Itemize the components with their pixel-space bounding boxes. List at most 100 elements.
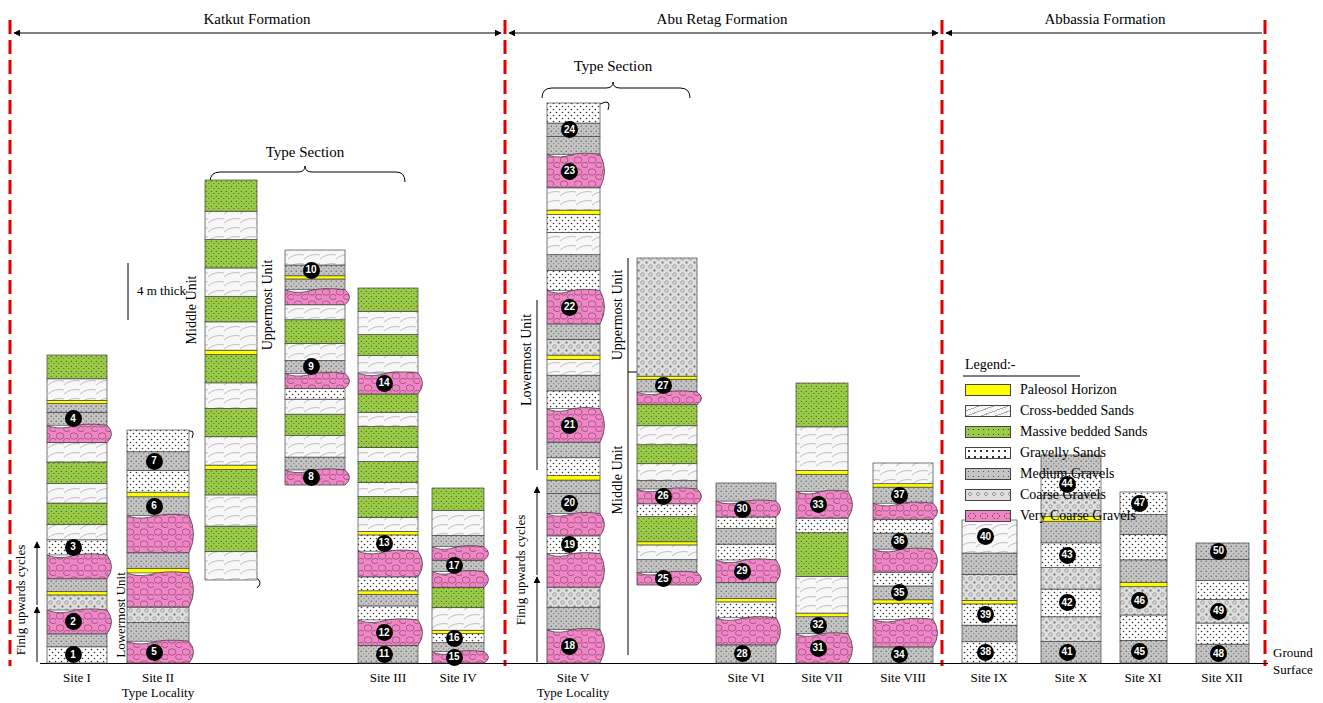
text-label: Site XI [1124,671,1161,684]
cross-bedded-sand-layer [432,608,484,631]
medium-gravel-layer [285,457,345,470]
medium-gravel-layer [716,528,776,544]
span-arrow [946,33,1262,34]
callout-number: 4 [70,414,76,424]
medium-gravel-layer [547,375,600,391]
medium-gravel-layer [47,634,107,647]
gravelly-sand-layer [547,103,600,123]
paleosol-layer [716,598,776,601]
callout-number: 12 [378,628,389,638]
paleosol-layer [547,476,600,480]
medium-gravel-layer [873,586,933,600]
callout-number: 32 [812,620,823,630]
callout-number: 37 [893,490,904,500]
callout-circle: 21 [561,417,578,434]
medium-gravel-layer [637,379,697,392]
legend-text: Coarse Gravels [1020,488,1106,502]
very-coarse-gravel-layer [716,500,781,517]
callout-number: 40 [980,532,991,542]
gravelly-sand-layer [358,606,418,620]
callout-number: 15 [448,652,459,662]
legend-text: Very Coarse Gravels [1020,509,1136,523]
very-coarse-gravel-layer [873,548,938,572]
paleosol-layer [1120,582,1167,586]
medium-gravel-layer [547,324,600,340]
scale-bar [128,263,129,320]
cross-bedded-sand-layer [637,464,697,481]
callout-circle: 23 [561,163,578,180]
callout-number: 26 [657,491,668,501]
legend-swatch [965,426,1011,438]
cross-bedded-sand-layer [205,322,257,350]
divider-line [504,20,507,666]
very-coarse-gravel-layer [127,572,194,607]
formation-span-arrows [14,33,1262,34]
callout-circle: 33 [810,496,827,513]
callout-number: 27 [657,381,668,391]
coarse-gravel-layer [547,587,600,607]
callout-circle: 3 [65,539,82,556]
very-coarse-gravel-layer [637,391,702,405]
very-coarse-gravel-layer [547,289,605,324]
medium-gravel-layer [1120,640,1167,663]
callout-number: 21 [564,420,575,430]
callout-circle: 37 [891,487,908,504]
gravelly-sand-layer [127,430,189,452]
gravelly-sand-layer [1120,534,1167,559]
coarse-gravel-layer [47,595,107,610]
callout-number: 18 [564,641,575,651]
text-label: Katkut Formation [203,12,310,27]
bracket [542,82,690,98]
callout-number: 25 [657,574,668,584]
callout-number: 50 [1213,546,1224,556]
callout-number: 5 [151,647,157,657]
callout-circle: 2 [65,613,82,630]
callout-number: 29 [736,566,747,576]
paleosol-layer [205,350,257,354]
paleosol-layer [962,600,1017,604]
gravelly-sand-layer [547,536,600,554]
gravelly-sand-layer [873,519,933,533]
medium-gravel-layer [127,452,189,471]
very-coarse-gravel-layer [716,617,781,645]
massive-sand-layer [205,180,257,211]
very-coarse-gravel-layer [285,372,350,388]
coarse-gravel-layer [1196,599,1249,623]
cross-bedded-sand-layer [432,511,484,536]
cross-bedded-sand-layer [358,517,418,531]
paleosol-layer [547,210,600,214]
gravelly-sand-layer [1120,615,1167,640]
gravelly-sand-layer [1041,589,1101,617]
callout-number: 42 [1061,598,1072,608]
callout-number: 30 [736,504,747,514]
medium-gravel-layer [127,623,189,642]
gravelly-sand-layer [47,647,107,663]
cycle-arrow [537,577,538,662]
cross-bedded-sand-layer [358,356,418,373]
medium-gravel-layer [796,474,848,491]
legend-swatch [965,447,1011,459]
callout-number: 6 [151,501,157,511]
medium-gravel-layer [1041,521,1101,543]
medium-gravel-layer [716,583,776,599]
cross-bedded-sand-layer [547,232,600,254]
cross-bedded-sand-layer [285,399,345,414]
callout-circle: 5 [146,644,163,661]
callout-circle: 42 [1059,594,1076,611]
cross-bedded-sand-layer [358,448,418,462]
callout-circle: 40 [977,528,994,545]
cross-bedded-sand-layer [205,211,257,239]
cross-bedded-sand-layer [547,360,600,376]
span-arrow [14,33,501,34]
callout-number: 47 [1134,498,1145,508]
callout-number: 19 [564,540,575,550]
callout-circle: 20 [561,495,578,512]
callout-circle: 25 [655,570,672,587]
paleosol-layer [547,355,600,359]
callout-circle: 32 [810,617,827,634]
callout-number: 24 [564,125,575,135]
callout-circle: 9 [303,358,320,375]
massive-sand-layer [285,320,345,344]
